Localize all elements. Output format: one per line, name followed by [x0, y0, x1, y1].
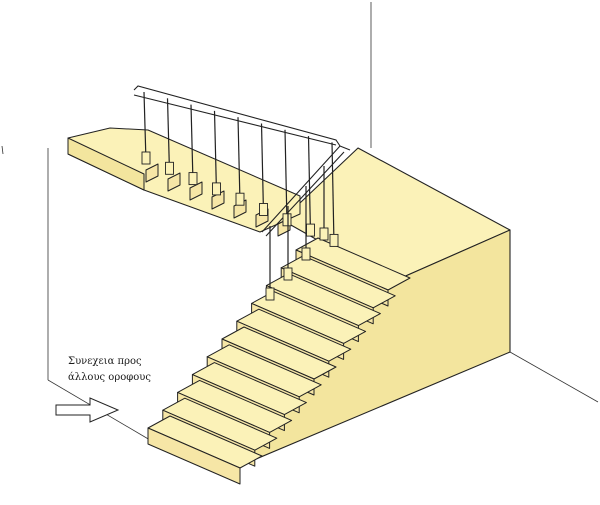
- baluster-base: [283, 267, 293, 281]
- baluster-base: [301, 247, 311, 261]
- baluster: [260, 123, 265, 214]
- upper-step-block: [189, 181, 203, 201]
- step-riser: [147, 427, 241, 485]
- railing: [133, 85, 351, 301]
- baluster-base: [265, 287, 275, 301]
- baluster: [213, 110, 218, 193]
- baluster: [331, 142, 335, 245]
- baluster-base: [188, 172, 198, 186]
- baluster-base: [235, 192, 245, 206]
- lower-flight: [147, 237, 411, 485]
- baluster-base: [165, 161, 174, 175]
- lower-handrail-under: [265, 151, 345, 237]
- upper-step-block: [145, 163, 159, 183]
- baluster-base: [282, 213, 292, 227]
- baluster-base: [306, 223, 315, 237]
- baluster: [166, 98, 171, 173]
- upper-step-block: [167, 172, 181, 192]
- upper-steps: [145, 163, 291, 237]
- baluster: [284, 129, 288, 224]
- balusters: [141, 91, 339, 301]
- upper-handrail: [133, 85, 341, 147]
- upper-flight: [67, 127, 301, 237]
- baluster-base: [319, 227, 329, 241]
- annotation-line-2: άλλους οροφους: [68, 372, 151, 383]
- baluster: [237, 117, 241, 204]
- lower-handrail: [261, 145, 351, 233]
- arrow-right-outline-icon: [55, 397, 120, 423]
- baluster-base: [329, 233, 339, 247]
- baluster-base: [141, 151, 151, 165]
- baluster-base: [212, 182, 221, 196]
- baluster-base: [259, 203, 268, 216]
- baluster: [307, 136, 312, 235]
- baluster: [143, 91, 147, 163]
- upper-landing-side: [67, 137, 145, 191]
- baluster: [190, 104, 194, 183]
- annotation-line-1: Συνεχεια προς: [68, 356, 142, 367]
